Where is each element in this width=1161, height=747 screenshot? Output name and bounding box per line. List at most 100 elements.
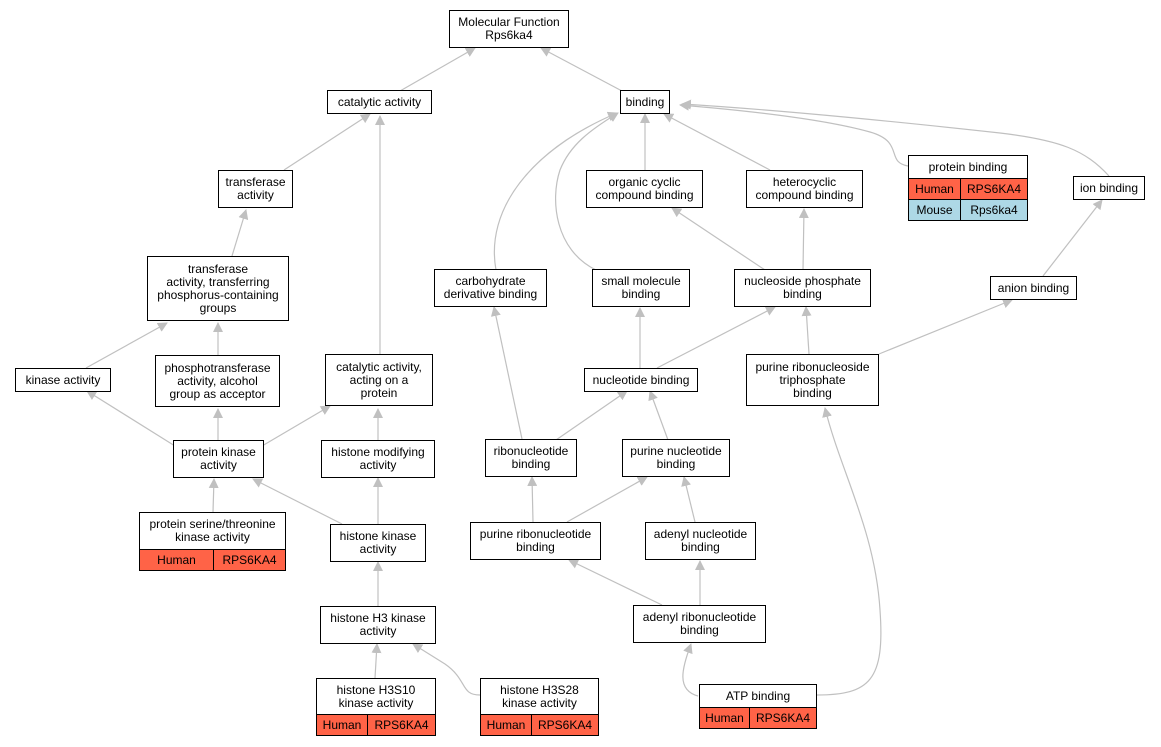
species-cell: Human <box>909 179 961 199</box>
node-binding[interactable]: binding <box>620 90 670 114</box>
annotation-row-mouse: Mouse Rps6ka4 <box>909 199 1027 220</box>
edge-atp-to-purineribonucleosidetp <box>816 407 882 696</box>
edge-catalytic-to-mf <box>399 47 476 92</box>
node-label: ion binding <box>1079 180 1139 195</box>
node-protein-binding[interactable]: protein binding Human RPS6KA4 Mouse Rps6… <box>908 155 1028 221</box>
node-label: small molecule binding <box>601 274 681 301</box>
node-label: adenyl nucleotide binding <box>653 527 748 554</box>
node-ribonucleotide-binding[interactable]: ribonucleotide binding <box>485 439 577 477</box>
edge-serthr-to-proteinkinase <box>208 478 219 513</box>
node-purine-ribonucleotide-binding[interactable]: purine ribonucleotide binding <box>470 522 601 560</box>
species-cell: Human <box>481 715 532 735</box>
node-label: purine nucleotide binding <box>630 444 722 471</box>
node-label: histone H3S10 kinase activity <box>336 682 416 710</box>
node-small-molecule-binding[interactable]: small molecule binding <box>592 269 690 307</box>
node-transferase-activity[interactable]: transferase activity <box>218 170 293 208</box>
node-label: nucleotide binding <box>592 372 690 387</box>
node-molecular-function[interactable]: Molecular Function Rps6ka4 <box>449 10 569 48</box>
edge-purineribonucleosidetp-to-nucleosidephosphate <box>801 306 812 355</box>
node-label: ATP binding <box>725 688 791 703</box>
node-heterocyclic-compound-binding[interactable]: heterocyclic compound binding <box>746 170 863 208</box>
node-label: adenyl ribonucleotide binding <box>642 610 757 637</box>
edge-nucleotidebinding-to-nucleosidephosphate <box>656 306 776 369</box>
edge-purineribonucleosidetp-to-anionbinding <box>878 298 1013 355</box>
node-adenyl-nucleotide-binding[interactable]: adenyl nucleotide binding <box>645 522 756 560</box>
species-cell: Human <box>700 708 750 728</box>
node-label: carbohydrate derivative binding <box>443 274 538 301</box>
edge-nucleosidephosphate-to-organiccyclic <box>671 207 766 271</box>
node-catalytic-on-protein[interactable]: catalytic activity, acting on a protein <box>325 354 433 406</box>
annotation-row-human: Human RPS6KA4 <box>317 714 435 735</box>
node-label: phosphotransferase activity, alcohol gro… <box>164 360 271 401</box>
edge-purineribonucleotide-to-purinenucleotide <box>566 476 648 523</box>
edge-smallmolecule-to-binding <box>555 112 619 271</box>
node-histone-h3-kinase[interactable]: histone H3 kinase activity <box>320 606 436 644</box>
node-ion-binding[interactable]: ion binding <box>1073 176 1145 200</box>
node-adenyl-ribonucleotide-binding[interactable]: adenyl ribonucleotide binding <box>633 605 766 643</box>
gene-cell: RPS6KA4 <box>537 717 593 732</box>
edge-h3s10-to-h3kinase <box>371 643 382 679</box>
edge-histonekinase-to-proteinkinase <box>252 478 343 525</box>
node-label: histone H3 kinase activity <box>330 611 426 638</box>
edge-transferasep-to-transferase <box>231 209 249 257</box>
node-label: organic cyclic compound binding <box>595 175 694 202</box>
node-serine-threonine-kinase[interactable]: protein serine/threonine kinase activity… <box>139 512 286 571</box>
node-carbohydrate-derivative-binding[interactable]: carbohydrate derivative binding <box>434 269 547 307</box>
edge-heterocyclic-to-binding <box>663 113 771 171</box>
node-label: kinase activity <box>25 372 101 387</box>
edge-proteinbinding-to-binding <box>679 100 909 167</box>
edge-ribonucleotide-to-nucleotidebinding <box>555 390 628 441</box>
species-cell: Mouse <box>909 200 961 220</box>
node-label: anion binding <box>997 280 1070 295</box>
node-nucleoside-phosphate-binding[interactable]: nucleoside phosphate binding <box>734 269 871 307</box>
node-histone-modifying-activity[interactable]: histone modifying activity <box>321 440 435 478</box>
node-label: binding <box>625 94 665 109</box>
node-organic-cyclic-compound-binding[interactable]: organic cyclic compound binding <box>586 170 703 208</box>
node-nucleotide-binding[interactable]: nucleotide binding <box>584 368 698 392</box>
node-label: histone modifying activity <box>331 445 425 472</box>
gene-cell: Rps6ka4 <box>970 202 1018 217</box>
edge-atp-to-adenylribonucleotide <box>682 643 699 697</box>
node-catalytic-activity[interactable]: catalytic activity <box>327 90 432 114</box>
gene-cell: RPS6KA4 <box>966 181 1022 196</box>
gene-cell: RPS6KA4 <box>755 710 811 725</box>
edge-ionbinding-to-binding <box>681 99 1110 177</box>
node-purine-nucleotide-binding[interactable]: purine nucleotide binding <box>622 439 730 477</box>
node-label: heterocyclic compound binding <box>755 175 854 202</box>
annotation-row-human: Human RPS6KA4 <box>700 707 816 728</box>
node-label: Molecular Function Rps6ka4 <box>458 15 560 42</box>
node-label: purine ribonucleotide binding <box>479 527 592 554</box>
node-label: catalytic activity, acting on a protein <box>336 359 422 400</box>
node-histone-kinase-activity[interactable]: histone kinase activity <box>330 524 426 562</box>
edge-ribonucleotide-to-carbohydrate <box>490 306 523 440</box>
node-label: purine ribonucleoside triphosphate bindi… <box>755 359 870 400</box>
edge-purinenucleotide-to-nucleotidebinding <box>648 390 669 441</box>
edge-proteinkinase-to-kinase <box>86 390 176 447</box>
edge-carbohydrate-to-binding <box>493 111 618 271</box>
edge-kinase-to-transferasep <box>85 322 168 369</box>
annotation-row-human: Human RPS6KA4 <box>140 549 285 570</box>
node-kinase-activity[interactable]: kinase activity <box>15 368 111 392</box>
node-label: nucleoside phosphate binding <box>744 274 861 301</box>
node-atp-binding[interactable]: ATP binding Human RPS6KA4 <box>699 684 817 729</box>
node-label: protein kinase activity <box>181 445 256 472</box>
node-phosphotransferase[interactable]: phosphotransferase activity, alcohol gro… <box>155 355 280 407</box>
species-cell: Human <box>317 715 368 735</box>
node-label: catalytic activity <box>337 94 422 109</box>
node-transferase-phosphorus[interactable]: transferase activity, transferring phosp… <box>147 256 289 321</box>
node-anion-binding[interactable]: anion binding <box>990 276 1077 300</box>
node-label: protein binding <box>928 159 1008 174</box>
edge-nucleosidephosphate-to-heterocyclic <box>798 208 809 271</box>
edge-binding-to-mf <box>540 47 623 92</box>
node-protein-kinase-activity[interactable]: protein kinase activity <box>173 440 264 478</box>
node-label: transferase activity, transferring phosp… <box>157 261 279 315</box>
edge-h3s28-to-h3kinase <box>412 643 481 696</box>
node-histone-h3s28-kinase[interactable]: histone H3S28 kinase activity Human RPS6… <box>480 678 599 736</box>
node-label: ribonucleotide binding <box>493 444 569 471</box>
node-purine-ribonucleoside-triphosphate-binding[interactable]: purine ribonucleoside triphosphate bindi… <box>746 354 879 406</box>
node-histone-h3s10-kinase[interactable]: histone H3S10 kinase activity Human RPS6… <box>316 678 436 736</box>
gene-cell: RPS6KA4 <box>374 717 429 732</box>
edge-purineribonucleotide-to-ribonucleotide <box>527 476 538 523</box>
